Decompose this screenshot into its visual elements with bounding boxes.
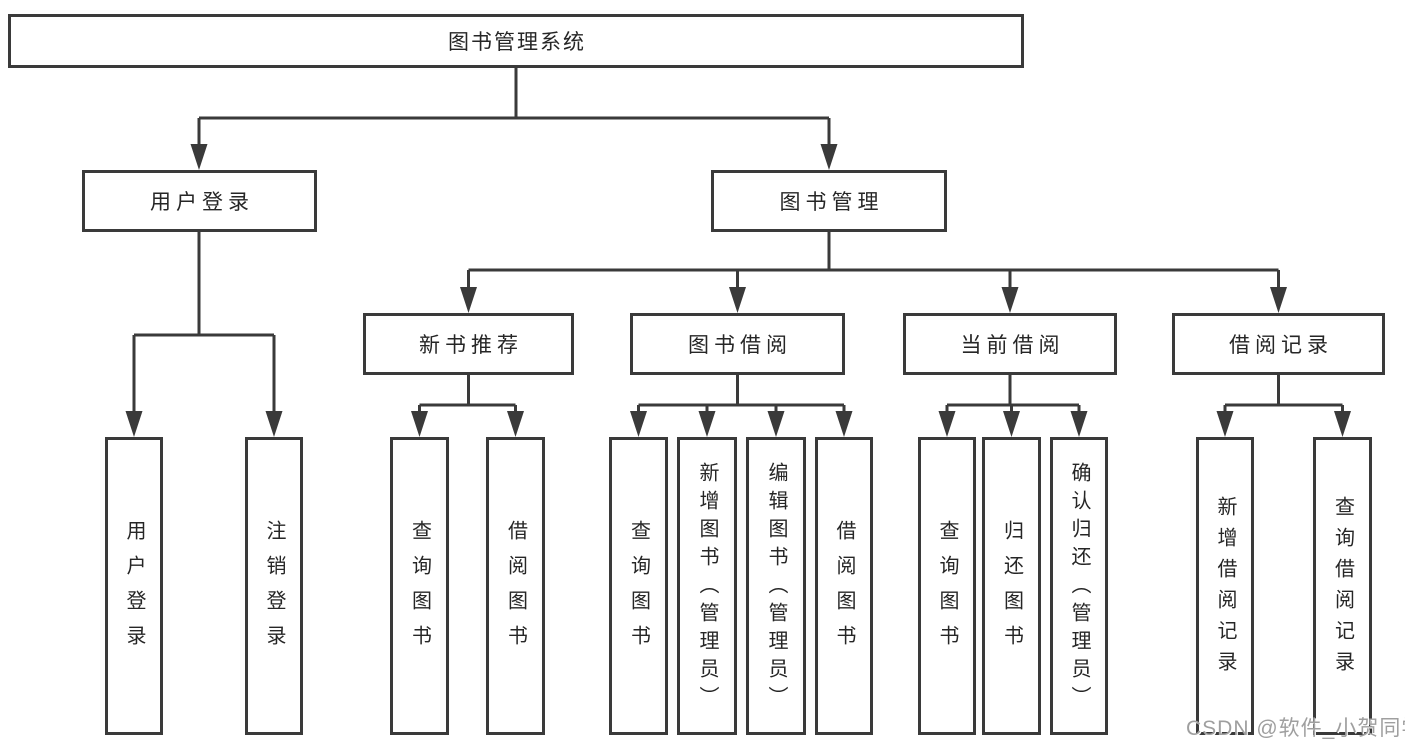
connector-segments: [132, 68, 1344, 416]
node-user-login: 用户登录: [82, 170, 317, 232]
node-borrow-records: 借阅记录: [1172, 313, 1385, 375]
node-leaf-borrow-book-1: 借阅图书: [486, 437, 545, 735]
node-leaf-add-book-admin: 新增图书（管理员）: [677, 437, 737, 735]
node-leaf-add-borrow-record: 新增借阅记录: [1196, 437, 1254, 735]
csdn-watermark: CSDN @软件_小贺同学: [1186, 717, 1405, 740]
node-root: 图书管理系统: [8, 14, 1024, 68]
node-leaf-edit-book-admin: 编辑图书（管理员）: [746, 437, 806, 735]
node-leaf-user-login: 用户登录: [105, 437, 163, 735]
node-leaf-logout: 注销登录: [245, 437, 303, 735]
node-new-book-recommend: 新书推荐: [363, 313, 574, 375]
node-leaf-return-book: 归还图书: [982, 437, 1041, 735]
node-leaf-borrow-book-2: 借阅图书: [815, 437, 873, 735]
node-leaf-query-borrow-record: 查询借阅记录: [1313, 437, 1372, 735]
node-leaf-query-book-1: 查询图书: [390, 437, 449, 735]
arrowheads: [125, 144, 1351, 437]
node-book-management: 图书管理: [711, 170, 947, 232]
node-leaf-confirm-return-admin: 确认归还（管理员）: [1050, 437, 1108, 735]
node-book-borrow: 图书借阅: [630, 313, 845, 375]
node-current-borrow: 当前借阅: [903, 313, 1117, 375]
node-leaf-query-book-2: 查询图书: [609, 437, 668, 735]
node-leaf-query-book-3: 查询图书: [918, 437, 976, 735]
